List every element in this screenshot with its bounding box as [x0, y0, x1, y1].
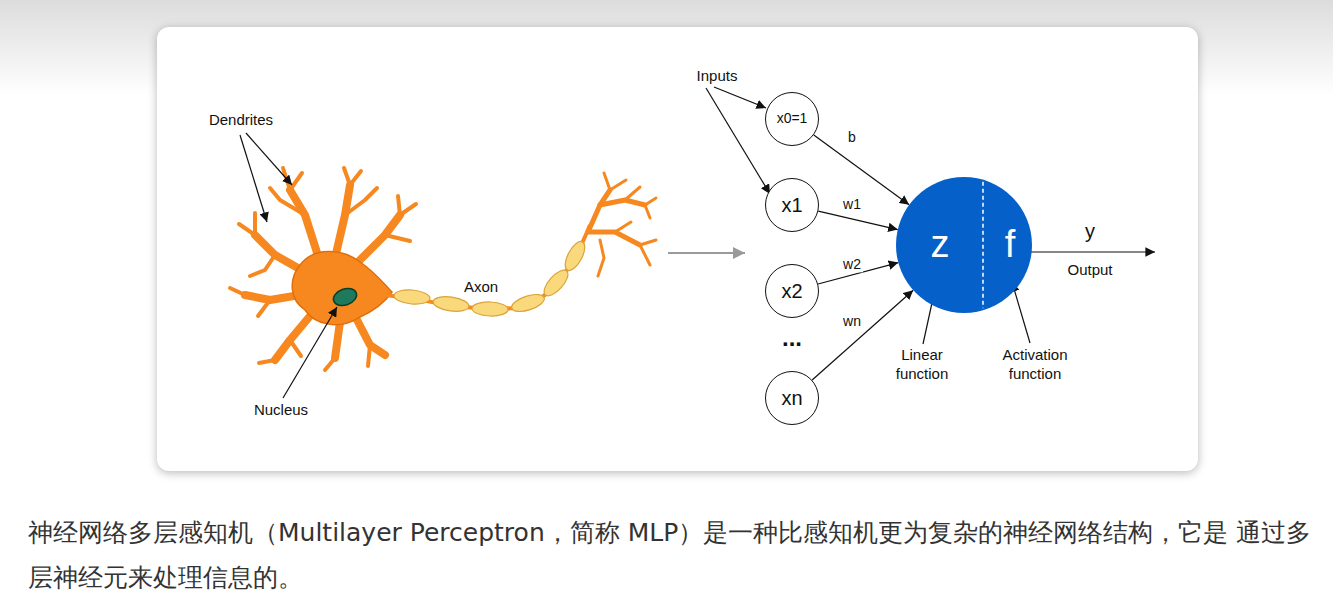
input-circle: x0=1	[765, 92, 819, 146]
part-label: Activation function	[993, 346, 1078, 384]
nucleus-shape	[331, 285, 359, 308]
input-label: xn	[781, 387, 802, 409]
input-circle: xn	[765, 371, 819, 425]
weight-connector	[818, 211, 897, 229]
output-arrow	[1030, 251, 1155, 252]
part-label: y	[1085, 219, 1095, 244]
weight-label: b	[846, 130, 858, 145]
part-label: Axon	[464, 278, 498, 297]
caption-text: 神经网络多层感知机（Multilayer Perceptron，简称 MLP）是…	[28, 510, 1318, 600]
input-label: x1	[781, 194, 802, 216]
axon-terminals	[588, 173, 656, 276]
weight-connector	[814, 135, 909, 205]
axon-line	[385, 225, 590, 309]
input-label: x0=1	[777, 111, 808, 126]
part-label: Inputs	[697, 67, 738, 86]
part-label: Output	[1067, 261, 1112, 280]
divider-line	[982, 182, 984, 309]
input-leader-arrows	[706, 87, 770, 194]
input-label: x2	[781, 280, 802, 302]
function-symbol: f	[1005, 224, 1016, 266]
transition-arrow	[668, 252, 745, 254]
part-label: Nucleus	[254, 401, 308, 420]
neuron-circle: zf	[896, 177, 1032, 313]
input-circle: x1	[765, 178, 819, 232]
function-symbol: z	[931, 224, 950, 266]
dendrites	[230, 168, 416, 370]
part-label: ...	[782, 323, 802, 353]
part-label: Dendrites	[209, 111, 273, 130]
leader-arrows	[240, 133, 337, 398]
weight-label: wn	[841, 314, 863, 329]
myelin-sheath	[393, 239, 588, 317]
part-label: Linear function	[885, 346, 960, 384]
weight-label: w2	[841, 257, 863, 272]
input-circle: x2	[765, 264, 819, 318]
cell-body	[292, 251, 392, 324]
weight-label: w1	[841, 197, 863, 212]
